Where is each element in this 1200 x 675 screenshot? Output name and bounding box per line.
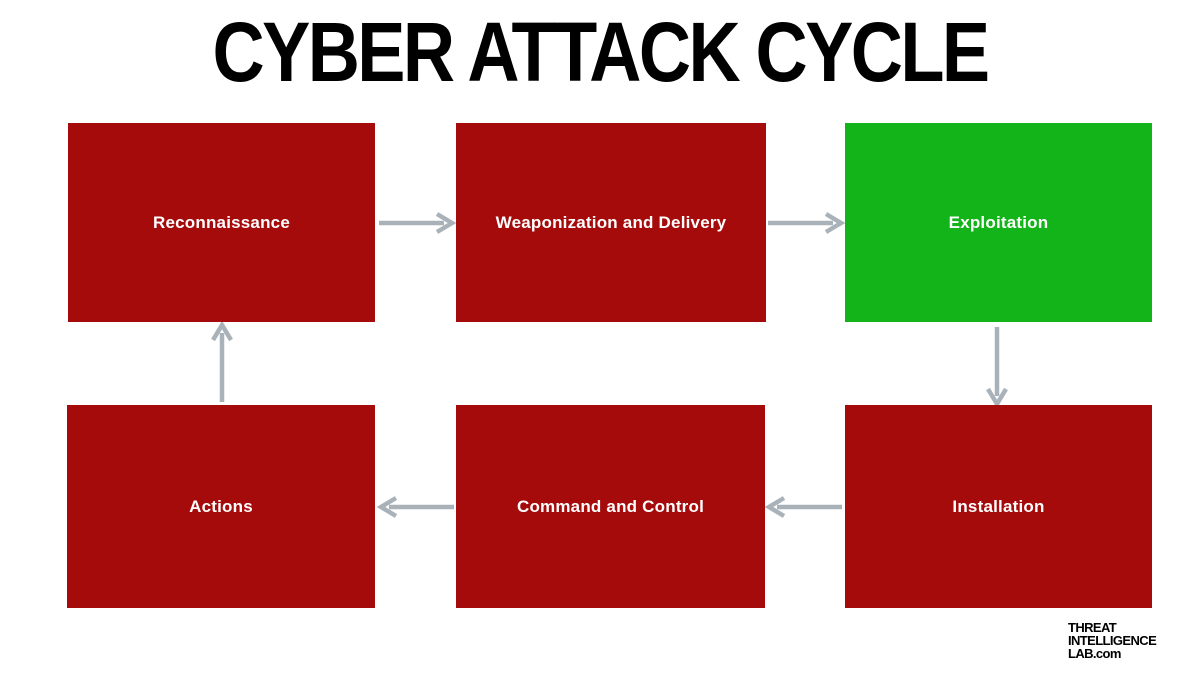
page-title: CYBER ATTACK CYCLE — [212, 4, 991, 99]
arrow-actions-to-reconnaissance — [211, 320, 233, 402]
arrow-reconnaissance-to-weaponization — [379, 212, 457, 234]
brand-logo-line: INTELLIGENCE — [1068, 633, 1157, 648]
stage-command-and-control: Command and Control — [456, 405, 765, 608]
stage-installation: Installation — [845, 405, 1152, 608]
stage-actions: Actions — [67, 405, 375, 608]
arrow-installation-to-command — [764, 496, 842, 518]
stage-weaponization-and-delivery: Weaponization and Delivery — [456, 123, 766, 322]
arrow-exploitation-to-installation — [986, 327, 1008, 409]
arrow-command-to-actions — [376, 496, 454, 518]
brand-logo-line: LAB.com — [1068, 646, 1121, 661]
arrow-weaponization-to-exploitation — [768, 212, 846, 234]
brand-logo-line: THREAT — [1068, 620, 1117, 635]
stage-reconnaissance: Reconnaissance — [68, 123, 375, 322]
stage-exploitation: Exploitation — [845, 123, 1152, 322]
brand-logo: THREAT INTELLIGENCE LAB.com — [1068, 620, 1157, 661]
